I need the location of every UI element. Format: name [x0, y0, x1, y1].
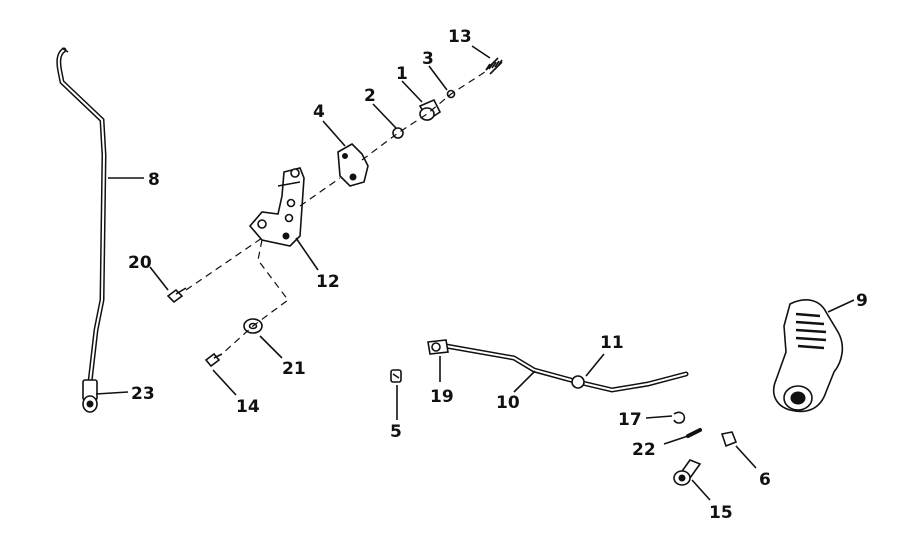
part-11-grommet: [571, 375, 585, 389]
callout-6: 6: [759, 470, 771, 490]
callout-15: 15: [709, 503, 733, 523]
part-15-bolt: [673, 459, 702, 486]
part-8-link-rod: [56, 47, 107, 385]
part-17-clip: [673, 411, 686, 424]
callout-8: 8: [148, 170, 160, 190]
part-5-clip: [390, 369, 402, 383]
callout-2: 2: [364, 86, 376, 106]
leader-lines: [95, 45, 855, 501]
callout-21: 21: [282, 359, 306, 379]
part-9-handle-grip: [772, 299, 844, 413]
part-14-screw: [204, 352, 223, 368]
callout-13: 13: [448, 27, 472, 47]
part-4-cam-plate: [337, 143, 369, 187]
callout-20: 20: [128, 253, 152, 273]
callout-11: 11: [600, 333, 624, 353]
callout-10: 10: [496, 393, 520, 413]
callout-17: 17: [618, 410, 642, 430]
callout-12: 12: [316, 272, 340, 292]
callout-3: 3: [422, 49, 434, 69]
callout-5: 5: [390, 422, 402, 442]
part-23-rod-end: [82, 379, 98, 413]
callout-4: 4: [313, 102, 325, 122]
callout-22: 22: [632, 440, 656, 460]
part-20-screw: [166, 287, 187, 304]
callout-19: 19: [430, 387, 454, 407]
part-22-pin: [686, 428, 702, 438]
part-2-ring: [392, 127, 404, 139]
part-10-shift-rod: [443, 343, 689, 393]
callout-14: 14: [236, 397, 260, 417]
part-1-bushing: [418, 98, 442, 122]
part-12-bracket: [248, 167, 305, 247]
part-19-rod-eye: [427, 339, 449, 355]
callout-labels: 8 23 4 2 1 3 13 20 12 21 14 5 19 10 11 1…: [128, 27, 868, 523]
callout-1: 1: [396, 64, 408, 84]
assembly-lines: [185, 69, 489, 355]
part-13-spring: [485, 57, 503, 75]
callout-23: 23: [131, 384, 155, 404]
callout-9: 9: [856, 291, 868, 311]
part-6-nut: [720, 431, 738, 448]
